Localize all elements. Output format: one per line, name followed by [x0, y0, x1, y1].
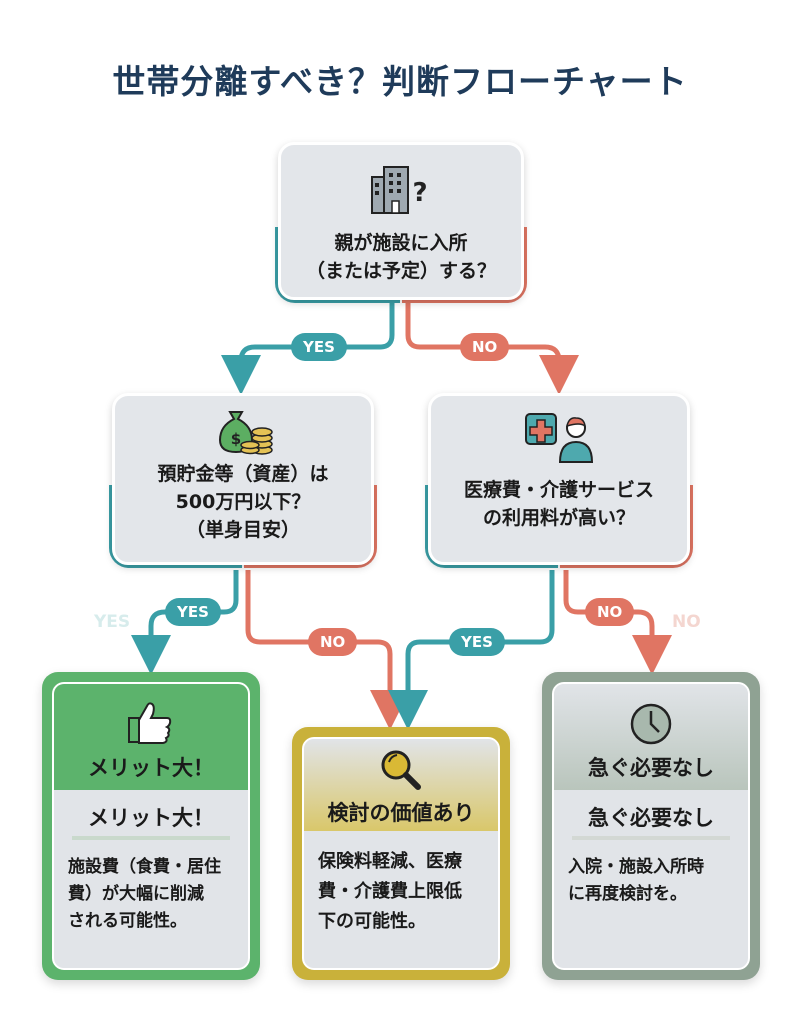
clock-icon: [630, 703, 672, 745]
q2-no-label: NO: [308, 628, 358, 656]
q3-yes-label: YES: [449, 628, 505, 656]
question-line: 500万円以下？: [175, 491, 311, 513]
ghost-no-label: NO: [672, 612, 701, 632]
result-subheading: 急ぐ必要なし: [572, 802, 730, 840]
result-desc-line: 下の可能性。: [318, 911, 426, 932]
result-desc-line: 施設費（食費・居住: [68, 857, 221, 877]
result-heading: 検討の価値あり: [327, 801, 475, 825]
q1-yes-label: YES: [291, 333, 347, 361]
question-node-assets: $ 預貯金等（資産）は 500万円以下？ （単身目安）: [109, 393, 377, 568]
svg-text:$: $: [231, 430, 241, 448]
result-desc-line: 費）が大幅に削減: [68, 884, 204, 904]
result-desc-line: 入院・施設入所時: [568, 857, 704, 877]
q2-yes-label: YES: [165, 598, 221, 626]
question-node-medical: 医療費・介護サービス の利用料が高い？: [425, 393, 693, 568]
result-heading: 急ぐ必要なし: [588, 756, 714, 780]
question-line: の利用料が高い？: [482, 507, 635, 529]
question-line: 親が施設に入所: [334, 232, 468, 254]
medical-staff-icon: [525, 413, 594, 463]
building-question-icon: ?: [371, 166, 428, 214]
result-desc-line: に再度検討を。: [568, 884, 687, 904]
result-node-no-rush: 急ぐ必要なし 急ぐ必要なし 入院・施設入所時 に再度検討を。: [542, 672, 760, 980]
thumbs-up-icon: [128, 702, 172, 744]
page-title: 世帯分離すべき？判断フローチャート: [112, 62, 688, 101]
result-desc-line: 費・介護費上限低: [318, 881, 462, 902]
q1-no-label: NO: [460, 333, 510, 361]
question-line: （または予定）する？: [305, 260, 496, 282]
result-node-consider: 検討の価値あり 保険料軽減、医療 費・介護費上限低 下の可能性。: [292, 727, 510, 980]
q3-no-label: NO: [585, 598, 635, 626]
result-subheading: メリット大！: [72, 802, 230, 840]
result-desc-line: される可能性。: [68, 911, 187, 931]
question-line: 預貯金等（資産）は: [157, 463, 329, 485]
result-heading: メリット大！: [88, 756, 214, 780]
result-desc-line: 保険料軽減、医療: [318, 851, 462, 872]
question-line: （単身目安）: [185, 519, 300, 541]
magnifier-icon: [381, 750, 421, 790]
question-node-facility: ? 親が施設に入所 （または予定）する？: [275, 142, 527, 303]
result-node-merit: メリット大！ メリット大！ 施設費（食費・居住 費）が大幅に削減 される可能性。: [42, 672, 260, 980]
ghost-yes-label: YES: [94, 612, 131, 632]
money-bag-icon: $: [218, 411, 273, 455]
question-line: 医療費・介護サービス: [463, 479, 654, 501]
svg-text:?: ?: [412, 178, 427, 208]
